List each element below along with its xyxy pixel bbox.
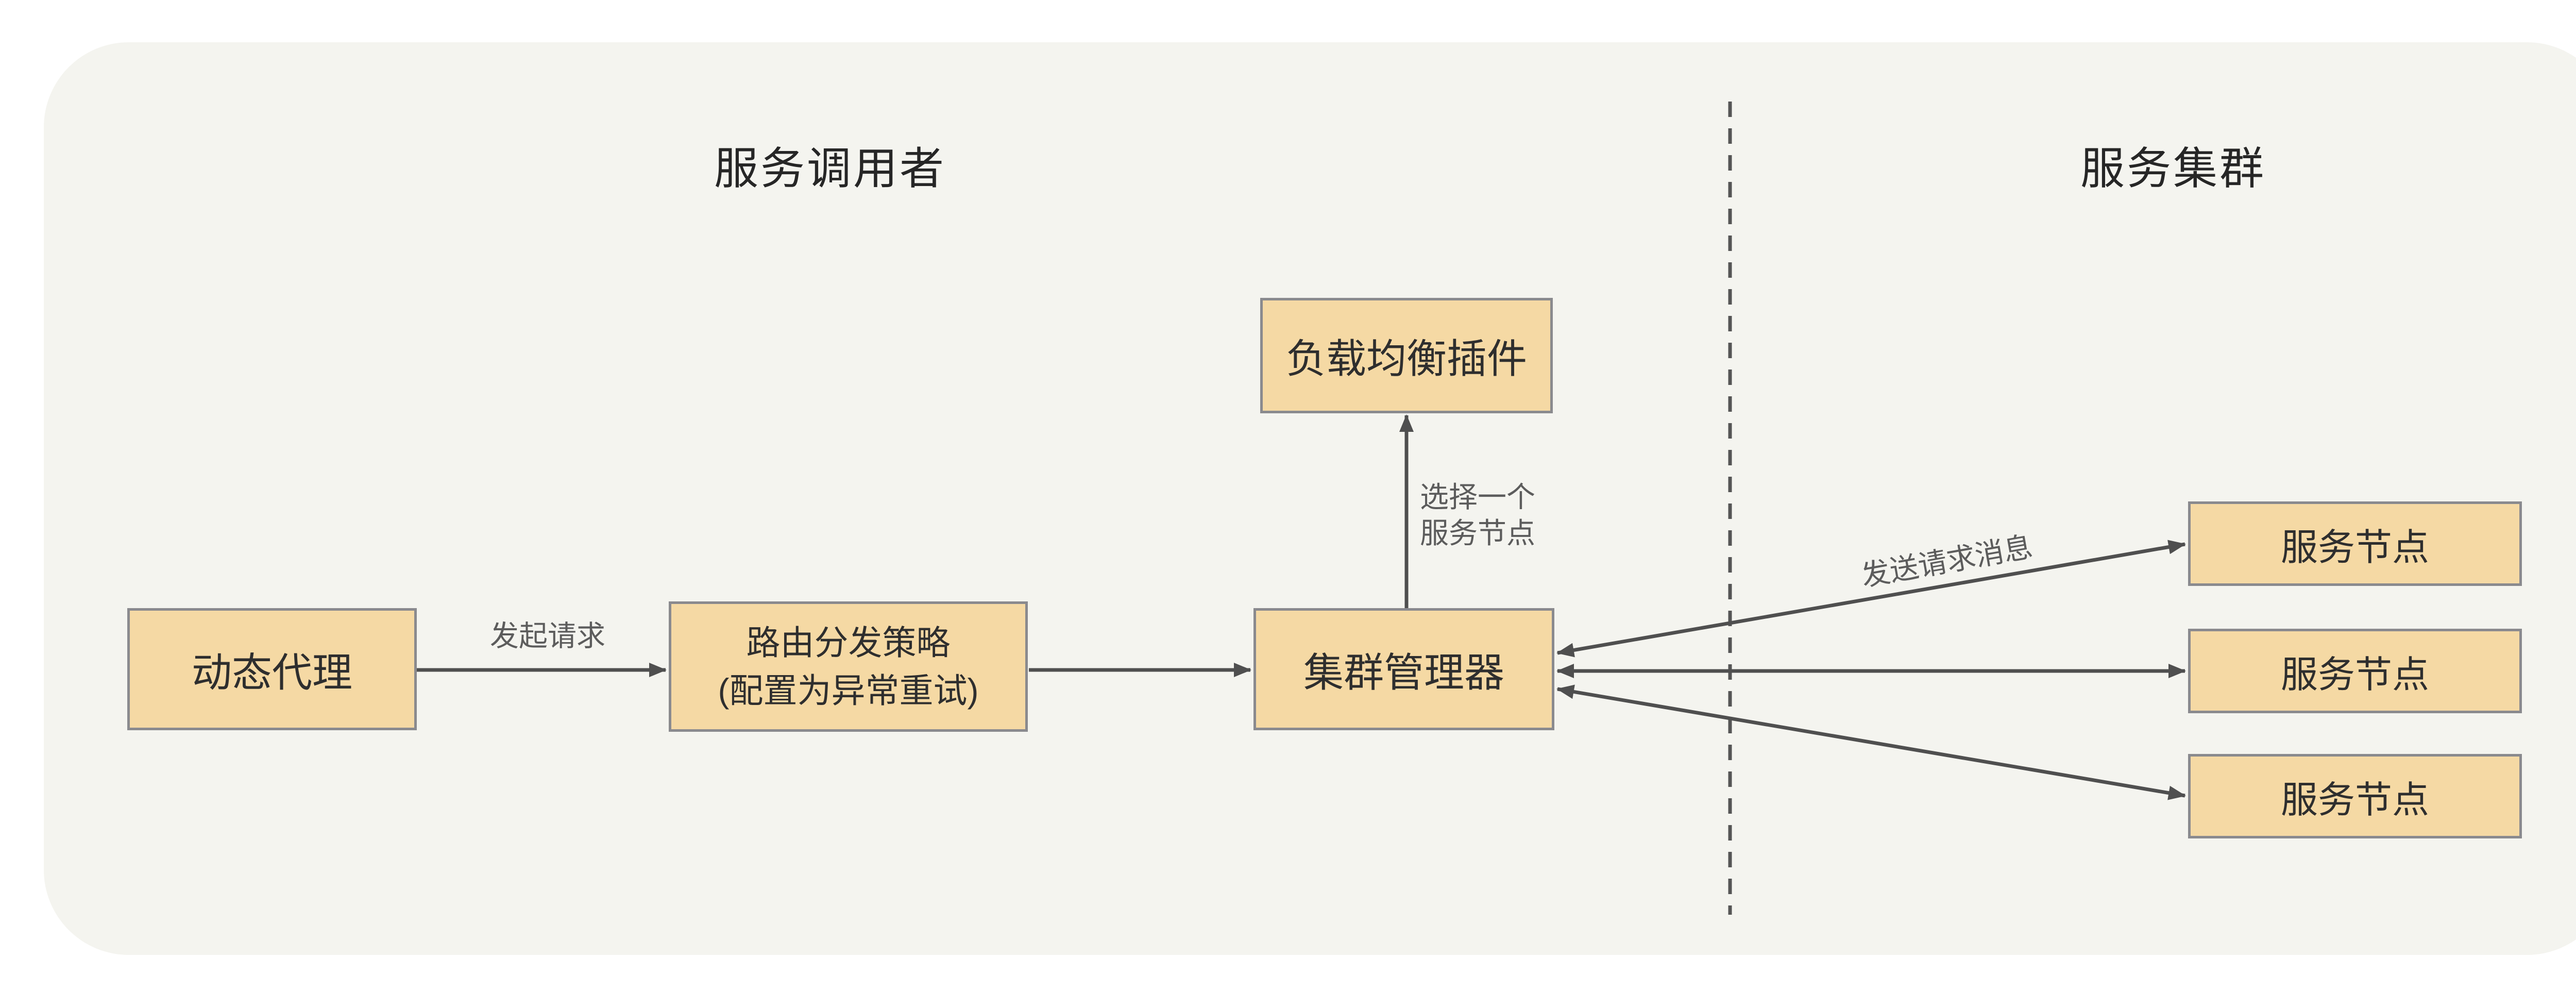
node-dynamic-proxy-label: 动态代理 (191, 649, 352, 695)
node-load-balancer-plugin: 负载均衡插件 (1260, 298, 1553, 413)
section-title-service-cluster: 服务集群 (2080, 144, 2266, 194)
label-initiate-request: 发起请求 (490, 619, 605, 652)
node-service-node-3: 服务节点 (2188, 754, 2522, 838)
node-load-balancer-plugin-label: 负载均衡插件 (1285, 336, 1527, 381)
edge-send-request-node3 (1556, 684, 2186, 800)
label-choose-node: 选择一个 服务节点 (1420, 479, 1535, 551)
node-dynamic-proxy: 动态代理 (127, 608, 417, 730)
node-routing-strategy: 路由分发策略 (配置为异常重试) (669, 601, 1028, 732)
section-title-service-caller: 服务调用者 (714, 144, 946, 194)
node-service-node-2: 服务节点 (2188, 629, 2522, 713)
node-routing-strategy-label-line2: (配置为异常重试) (718, 671, 979, 710)
label-choose-node-line1: 选择一个 (1420, 481, 1535, 513)
node-service-node-3-label: 服务节点 (2280, 779, 2429, 821)
node-service-node-1: 服务节点 (2188, 501, 2522, 586)
node-routing-strategy-label-line1: 路由分发策略 (746, 624, 951, 662)
node-cluster-manager-label: 集群管理器 (1303, 649, 1504, 695)
node-cluster-manager: 集群管理器 (1253, 608, 1554, 730)
node-service-node-1-label: 服务节点 (2280, 527, 2429, 568)
node-service-node-2-label: 服务节点 (2280, 654, 2429, 696)
edge-send-request-node1 (1556, 540, 2186, 658)
label-choose-node-line2: 服务节点 (1420, 517, 1535, 549)
diagram-canvas: 服务调用者 服务集群 (44, 42, 2576, 955)
